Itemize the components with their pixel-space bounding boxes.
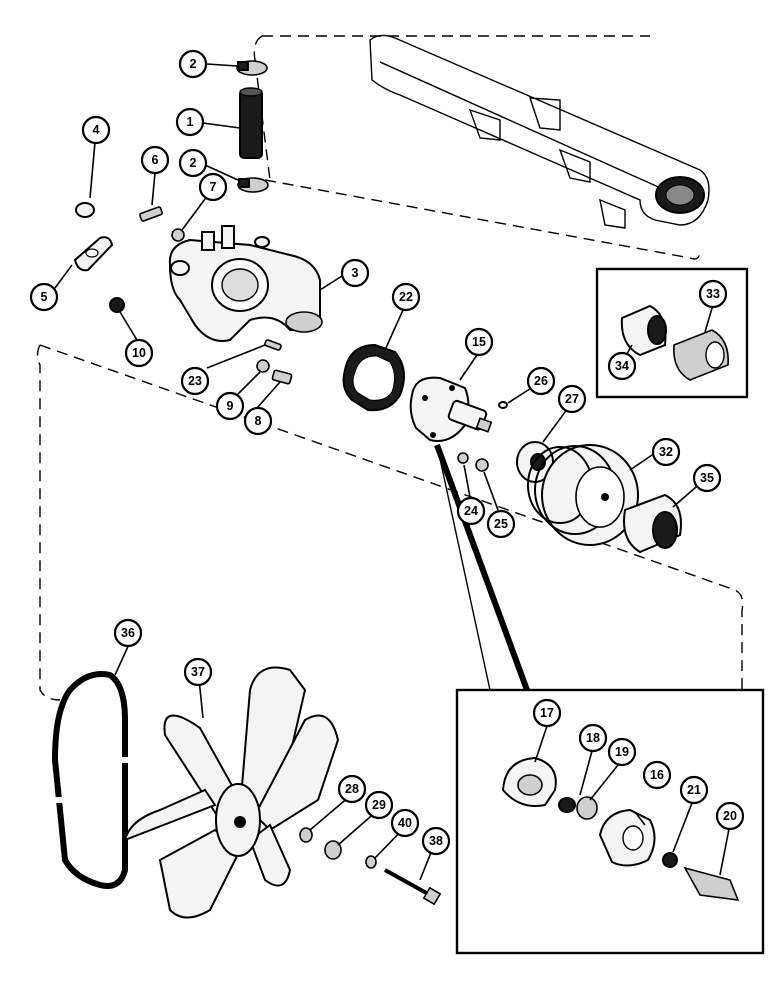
svg-text:2: 2 [190,156,197,170]
svg-text:16: 16 [650,768,664,782]
callout-35: 35 [692,463,722,493]
svg-text:37: 37 [191,665,205,679]
manifold-outline [369,34,710,229]
callout-2a: 2 [178,49,208,79]
stud [139,206,163,222]
svg-text:23: 23 [188,374,202,388]
svg-text:4: 4 [93,123,100,137]
callout-32: 32 [651,437,681,467]
callout-17: 17 [532,698,562,728]
svg-text:15: 15 [472,335,486,349]
callout-5: 5 [29,282,59,312]
spacer-35 [623,493,682,554]
callout-1: 1 [175,107,205,137]
bolt-38 [384,868,442,906]
svg-text:20: 20 [723,809,737,823]
svg-text:24: 24 [464,504,478,518]
washer-40 [365,855,377,869]
svg-text:34: 34 [615,359,629,373]
callout-6: 6 [140,145,170,175]
callout-3: 3 [340,258,370,288]
svg-text:35: 35 [700,471,714,485]
callout-33: 33 [698,279,728,309]
svg-text:28: 28 [345,782,359,796]
callout-21: 21 [679,775,709,805]
nut-10 [109,297,125,313]
svg-text:9: 9 [227,399,234,413]
bolt-8 [271,369,293,385]
callout-7: 7 [198,172,228,202]
key-26 [498,401,508,409]
svg-text:26: 26 [534,374,548,388]
svg-text:18: 18 [586,731,600,745]
svg-text:22: 22 [399,290,413,304]
callout-36: 36 [113,618,143,648]
callout-2b: 2 [178,148,208,178]
svg-text:3: 3 [352,266,359,280]
pulley [527,444,639,546]
water-pump-assembly [409,376,493,442]
pump-gasket [342,343,405,412]
washer-28 [299,827,313,843]
callout-38: 38 [421,826,451,856]
svg-text:29: 29 [372,798,386,812]
svg-text:7: 7 [210,180,217,194]
callout-40: 40 [390,808,420,838]
callout-16: 16 [642,760,672,790]
callout-25: 25 [486,509,516,539]
callout-24: 24 [456,496,486,526]
nut-25 [475,458,489,472]
svg-text:1: 1 [187,115,194,129]
callout-37: 37 [183,657,213,687]
callout-10: 10 [124,338,154,368]
gasket-small [73,236,114,272]
svg-text:17: 17 [540,706,554,720]
svg-text:5: 5 [41,290,48,304]
pump-internals-inset [455,688,765,955]
svg-text:2: 2 [190,57,197,71]
washer-24 [457,452,469,464]
callout-27: 27 [557,384,587,414]
hose [239,87,263,159]
callout-29: 29 [364,790,394,820]
callout-18: 18 [578,723,608,753]
callout-22: 22 [391,282,421,312]
svg-text:27: 27 [565,392,579,406]
hose-clamp-lower [237,177,269,193]
nut-7 [171,228,185,242]
svg-text:19: 19 [615,745,629,759]
svg-text:21: 21 [687,783,701,797]
nut-29 [324,840,342,860]
callout-8: 8 [243,406,273,436]
callout-23: 23 [180,366,210,396]
callout-34: 34 [607,351,637,381]
callout-4: 4 [81,115,111,145]
svg-text:33: 33 [706,287,720,301]
svg-text:32: 32 [659,445,673,459]
callout-19: 19 [607,737,637,767]
cooling-fan [123,666,340,919]
svg-text:25: 25 [494,517,508,531]
callout-9: 9 [215,391,245,421]
callout-20: 20 [715,801,745,831]
inset-projection-lines [434,443,530,692]
plug [75,202,95,218]
svg-text:38: 38 [429,834,443,848]
spacer-inset [595,267,749,399]
svg-text:10: 10 [132,346,146,360]
stud-23 [264,339,282,351]
svg-text:8: 8 [255,414,262,428]
callout-28: 28 [337,774,367,804]
svg-text:36: 36 [121,626,135,640]
callout-26: 26 [526,366,556,396]
water-pump-housing [168,225,323,342]
svg-text:40: 40 [398,816,412,830]
washer-9 [256,359,270,373]
callout-15: 15 [464,327,494,357]
hose-clamp-upper [236,60,268,76]
drive-belt [50,671,132,889]
svg-text:6: 6 [152,153,159,167]
